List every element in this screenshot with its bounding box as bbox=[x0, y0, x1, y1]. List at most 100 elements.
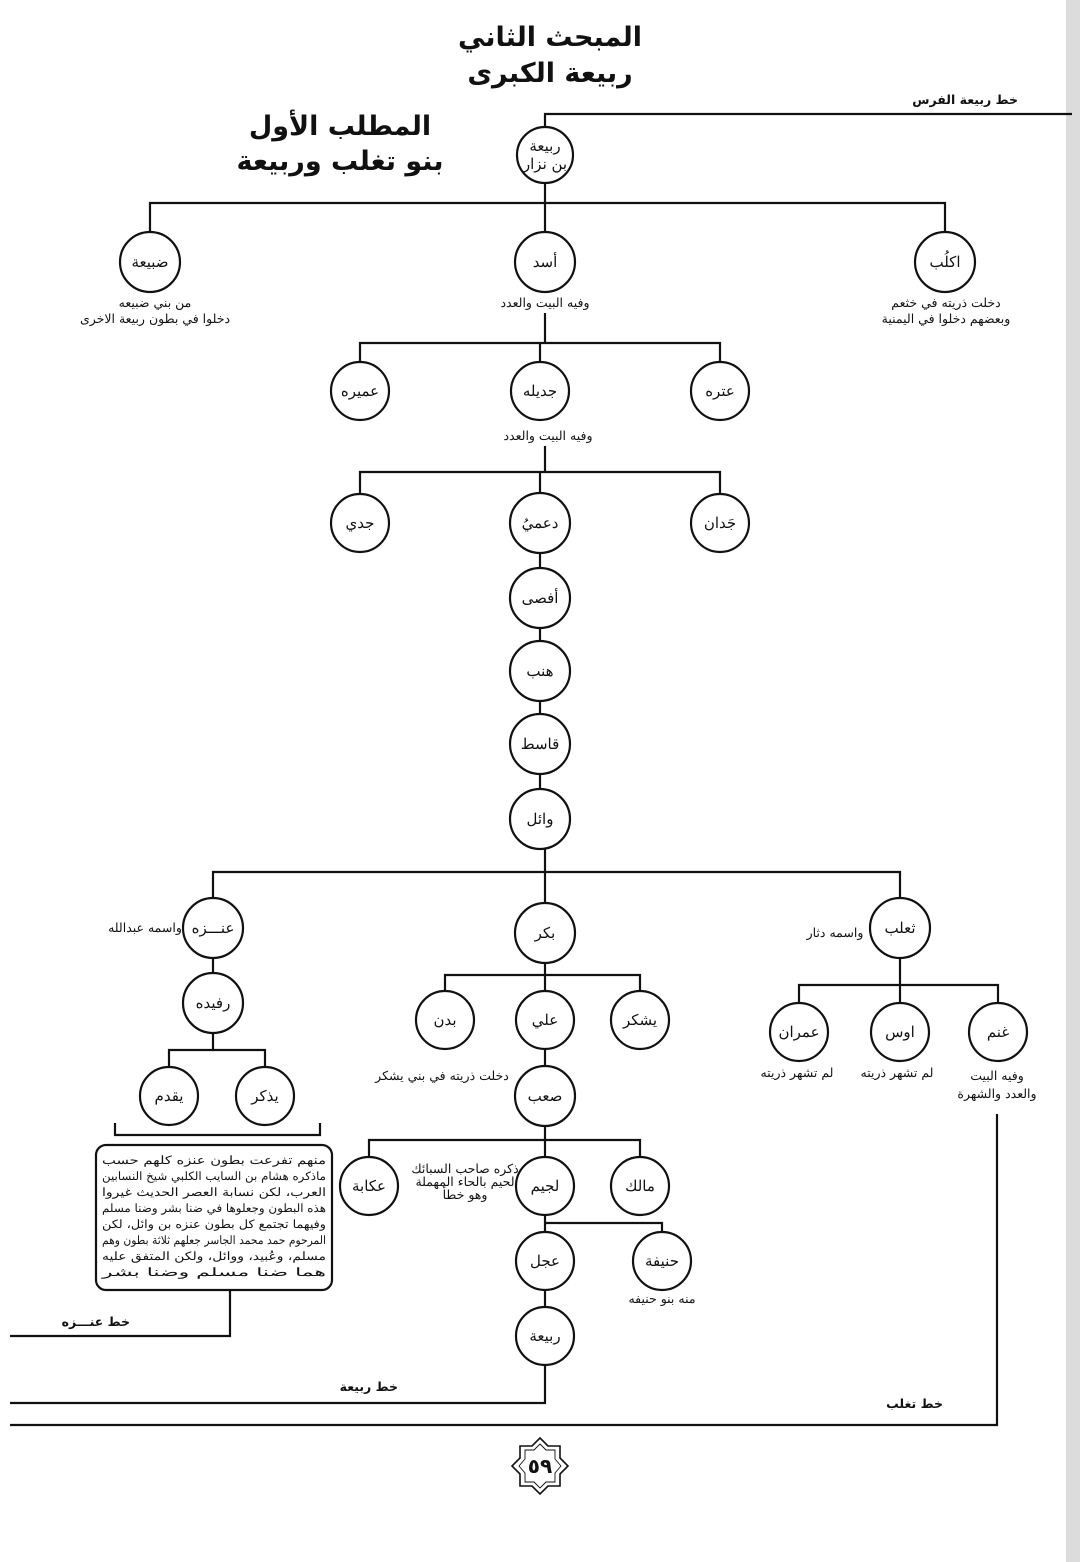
info-box-text: منهم تفرعت بطون عنزه كلهم حسب ماذكره هشام… bbox=[100, 1153, 326, 1279]
note-taghlib: واسمه دثار bbox=[806, 925, 864, 941]
node-circle bbox=[513, 1064, 577, 1128]
node-circle bbox=[689, 360, 751, 422]
note-line: منه بنو حنيفه bbox=[628, 1291, 695, 1307]
node-circle bbox=[329, 492, 391, 554]
node-label: يذكر bbox=[250, 1087, 278, 1105]
node-label: عكابة bbox=[352, 1177, 386, 1195]
subsection-title: المطلب الأول bbox=[249, 109, 431, 142]
node-aws: اوس bbox=[869, 1001, 931, 1063]
node-label: علي bbox=[532, 1011, 558, 1029]
node-label: رفيده bbox=[196, 994, 231, 1012]
label-anaza-line: خط عنـــزه bbox=[62, 1314, 130, 1329]
node-label: اكلُب bbox=[929, 250, 960, 271]
node-circle bbox=[689, 492, 751, 554]
node-atza: عتره bbox=[689, 360, 751, 422]
node-circle bbox=[118, 230, 182, 294]
node-yadhkur: يذكر bbox=[234, 1065, 296, 1127]
note-line: دخلت ذريته في بني يشكر bbox=[374, 1068, 509, 1084]
node-lujaim: لجيم bbox=[514, 1155, 576, 1217]
section-heading: المبحث الثاني ربيعة الكبرى bbox=[458, 22, 642, 89]
node-wail: وائل bbox=[508, 787, 572, 851]
node-label: عجل bbox=[530, 1252, 560, 1270]
node-label: بدن bbox=[433, 1011, 456, 1029]
note-jadila: وفيه البيت والعدد bbox=[503, 428, 592, 444]
info-box-line: وفيهما تجتمع كل بطون عنزه بن وائل، لكن bbox=[102, 1217, 326, 1231]
node-circle bbox=[869, 1001, 931, 1063]
node-circle bbox=[967, 1001, 1029, 1063]
note-line: لحيم بالحاء المهملة bbox=[415, 1174, 514, 1190]
node-circle bbox=[329, 360, 391, 422]
node-circle bbox=[414, 989, 476, 1051]
node-ghanm: غنم bbox=[967, 1001, 1029, 1063]
label-rabia-line: خط ربيعة bbox=[340, 1379, 398, 1394]
note-line: وفيه البيت والعدد bbox=[503, 428, 592, 444]
star-ornament-inner-icon bbox=[518, 1443, 562, 1489]
section-title: المبحث الثاني bbox=[458, 22, 642, 53]
node-circle bbox=[508, 787, 572, 851]
node-label: جَدان bbox=[704, 514, 736, 532]
node-circle bbox=[514, 989, 576, 1051]
node-label: عنـــزه bbox=[192, 919, 235, 937]
node-label: أسد bbox=[533, 252, 558, 271]
node-umaira: عميره bbox=[329, 360, 391, 422]
node-taghlib: ثعلب bbox=[868, 896, 932, 960]
node-label: بن نزار bbox=[522, 155, 567, 173]
node-malik: مالك bbox=[609, 1155, 671, 1217]
node-jadan: جَدان bbox=[689, 492, 751, 554]
info-box-frame bbox=[94, 1143, 334, 1292]
note-line: من بني ضبيعه bbox=[119, 295, 192, 311]
note-line: ذكره صاحب السبائك bbox=[411, 1161, 519, 1177]
node-label: قاسط bbox=[521, 735, 560, 753]
info-box-line: المرحوم حمد محمد الجاسر جعلهم ثلاثة بطون… bbox=[102, 1233, 326, 1247]
node-circle bbox=[514, 1155, 576, 1217]
node-label: هنب bbox=[526, 662, 553, 680]
node-yaqdum: يقدم bbox=[138, 1065, 200, 1127]
node-label: وائل bbox=[527, 810, 554, 828]
node-circle bbox=[508, 639, 572, 703]
note-hanifa: منه بنو حنيفه bbox=[628, 1291, 695, 1307]
label-faras-line: خط ربيعة الفرس bbox=[912, 92, 1018, 107]
node-circle bbox=[138, 1065, 200, 1127]
node-circle bbox=[234, 1065, 296, 1127]
node-circle bbox=[509, 360, 571, 422]
node-circle bbox=[181, 971, 245, 1035]
label-taghlib-line: خط تغلب bbox=[886, 1396, 943, 1411]
node-ali: علي bbox=[514, 989, 576, 1051]
node-label: يشكر bbox=[622, 1011, 657, 1029]
node-hanifa: حنيفة bbox=[631, 1230, 693, 1292]
info-box-line: منهم تفرعت بطون عنزه كلهم حسب bbox=[102, 1153, 326, 1167]
connector-lines bbox=[10, 112, 1072, 1427]
node-bakr: بكر bbox=[513, 901, 577, 965]
info-box-line: ماذكره هشام بن السايب الكلبي شيخ النسابي… bbox=[102, 1169, 326, 1183]
node-jadila: جديله bbox=[509, 360, 571, 422]
page-number: ٥٩ bbox=[528, 1454, 552, 1478]
node-circle bbox=[181, 896, 245, 960]
note-anaza: واسمه عبدالله bbox=[108, 920, 182, 936]
node-label: لجيم bbox=[531, 1177, 560, 1195]
note-line: والعدد والشهرة bbox=[957, 1086, 1036, 1102]
node-circle bbox=[868, 896, 932, 960]
note-line: لم تشهر ذريته bbox=[761, 1065, 834, 1081]
node-imran: عمران bbox=[768, 1001, 830, 1063]
node-label: أفصى bbox=[522, 588, 559, 607]
note-ali: دخلت ذريته في بني يشكر bbox=[374, 1068, 509, 1084]
note-line: لم تشهر ذريته bbox=[861, 1065, 934, 1081]
node-circle bbox=[513, 230, 577, 294]
node-circle bbox=[513, 901, 577, 965]
note-line: وهو خطأ bbox=[443, 1185, 488, 1203]
node-label: غنم bbox=[987, 1023, 1010, 1041]
info-box-line: العرب، لكن نسابة العصر الحديث غيروا bbox=[102, 1185, 326, 1199]
node-label: ربيعة bbox=[529, 137, 560, 155]
node-badan: بدن bbox=[414, 989, 476, 1051]
note-line: واسمه دثار bbox=[806, 925, 864, 941]
node-dubaia: ضبيعة bbox=[118, 230, 182, 294]
node-label: حنيفة bbox=[645, 1252, 679, 1270]
node-asad: أسد bbox=[513, 230, 577, 294]
